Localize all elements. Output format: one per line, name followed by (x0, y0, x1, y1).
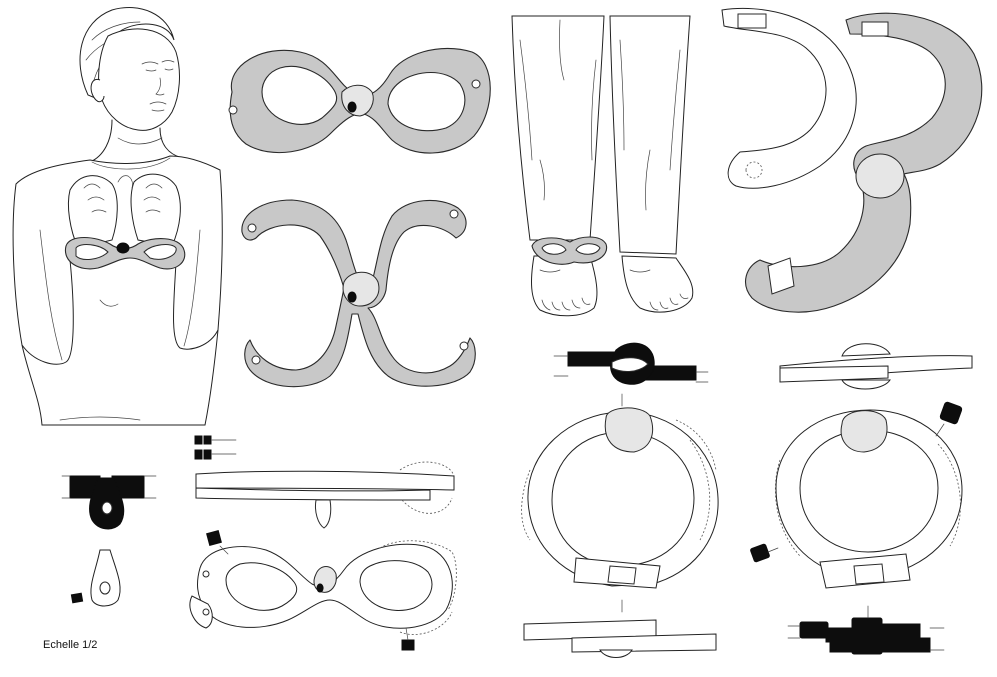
shackle-open-position (242, 200, 475, 387)
shackle-figure-eight-closed (229, 48, 490, 153)
shackle-excavated-round-right (750, 344, 972, 654)
figure-legs-ankle-shackle (512, 16, 693, 316)
shackle-excavated-round-center (522, 343, 718, 657)
shackle-excavated-left (62, 436, 456, 650)
figure-wrist-shackled-woman (13, 8, 222, 425)
shackle-detached-halves (722, 8, 982, 312)
scale-label: Echelle 1/2 (43, 639, 98, 651)
